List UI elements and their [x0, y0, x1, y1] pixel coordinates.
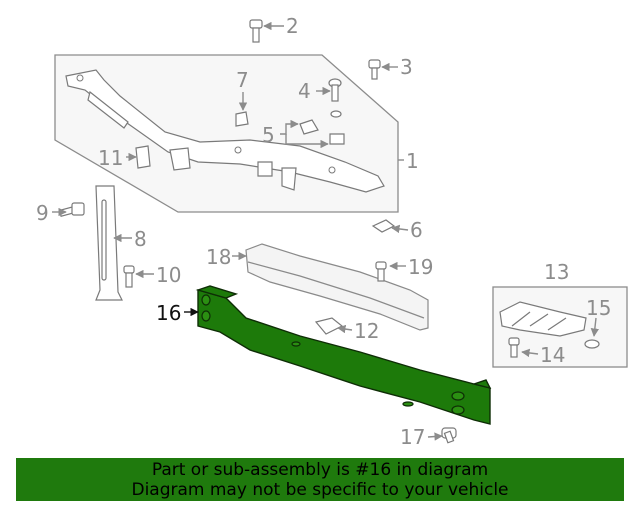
- bracket-11: [135, 145, 151, 169]
- callout-11: 11: [98, 146, 123, 170]
- bolt-17: [441, 427, 457, 444]
- stop-5: [299, 110, 345, 145]
- upper-tie-bar: [65, 69, 385, 193]
- callout-10: 10: [156, 263, 181, 287]
- bracket-group-13: [492, 286, 628, 368]
- energy-absorber-18: [245, 243, 429, 331]
- callouts: 1 2 3 4 5 6 7 8 9 10 11 12 13 14 15 16 1…: [36, 14, 611, 449]
- callout-13: 13: [544, 260, 569, 284]
- pin-4: [328, 78, 342, 102]
- bolt-10: [123, 265, 135, 288]
- banner-line-part-number: Part or sub-assembly is #16 in diagram: [151, 460, 489, 480]
- callout-18: 18: [206, 245, 231, 269]
- callout-2: 2: [286, 14, 299, 38]
- callout-14: 14: [540, 343, 565, 367]
- callout-5: 5: [262, 123, 275, 147]
- callout-19: 19: [408, 255, 433, 279]
- bolt-19: [375, 261, 387, 282]
- callout-6: 6: [410, 218, 423, 242]
- clip-12: [314, 317, 344, 335]
- callout-9: 9: [36, 201, 49, 225]
- callout-16: 16: [156, 301, 181, 325]
- callout-3: 3: [400, 55, 413, 79]
- callout-17: 17: [400, 425, 425, 449]
- bumper-reinforcement-16: [195, 285, 492, 425]
- callout-12: 12: [354, 319, 379, 343]
- bolt-9: [58, 202, 85, 217]
- bolt-3: [368, 59, 381, 80]
- callout-1: 1: [406, 149, 419, 173]
- bolt-2: [249, 19, 263, 43]
- vertical-support-8: [95, 185, 123, 301]
- clip-6: [371, 219, 396, 233]
- clip-7: [235, 111, 249, 127]
- part-info-banner: Part or sub-assembly is #16 in diagram D…: [16, 458, 624, 501]
- banner-line-disclaimer: Diagram may not be specific to your vehi…: [131, 480, 509, 500]
- leader-lines: [52, 21, 600, 441]
- callout-8: 8: [134, 227, 147, 251]
- callout-15: 15: [586, 296, 611, 320]
- callout-7: 7: [236, 68, 249, 92]
- callout-4: 4: [298, 79, 311, 103]
